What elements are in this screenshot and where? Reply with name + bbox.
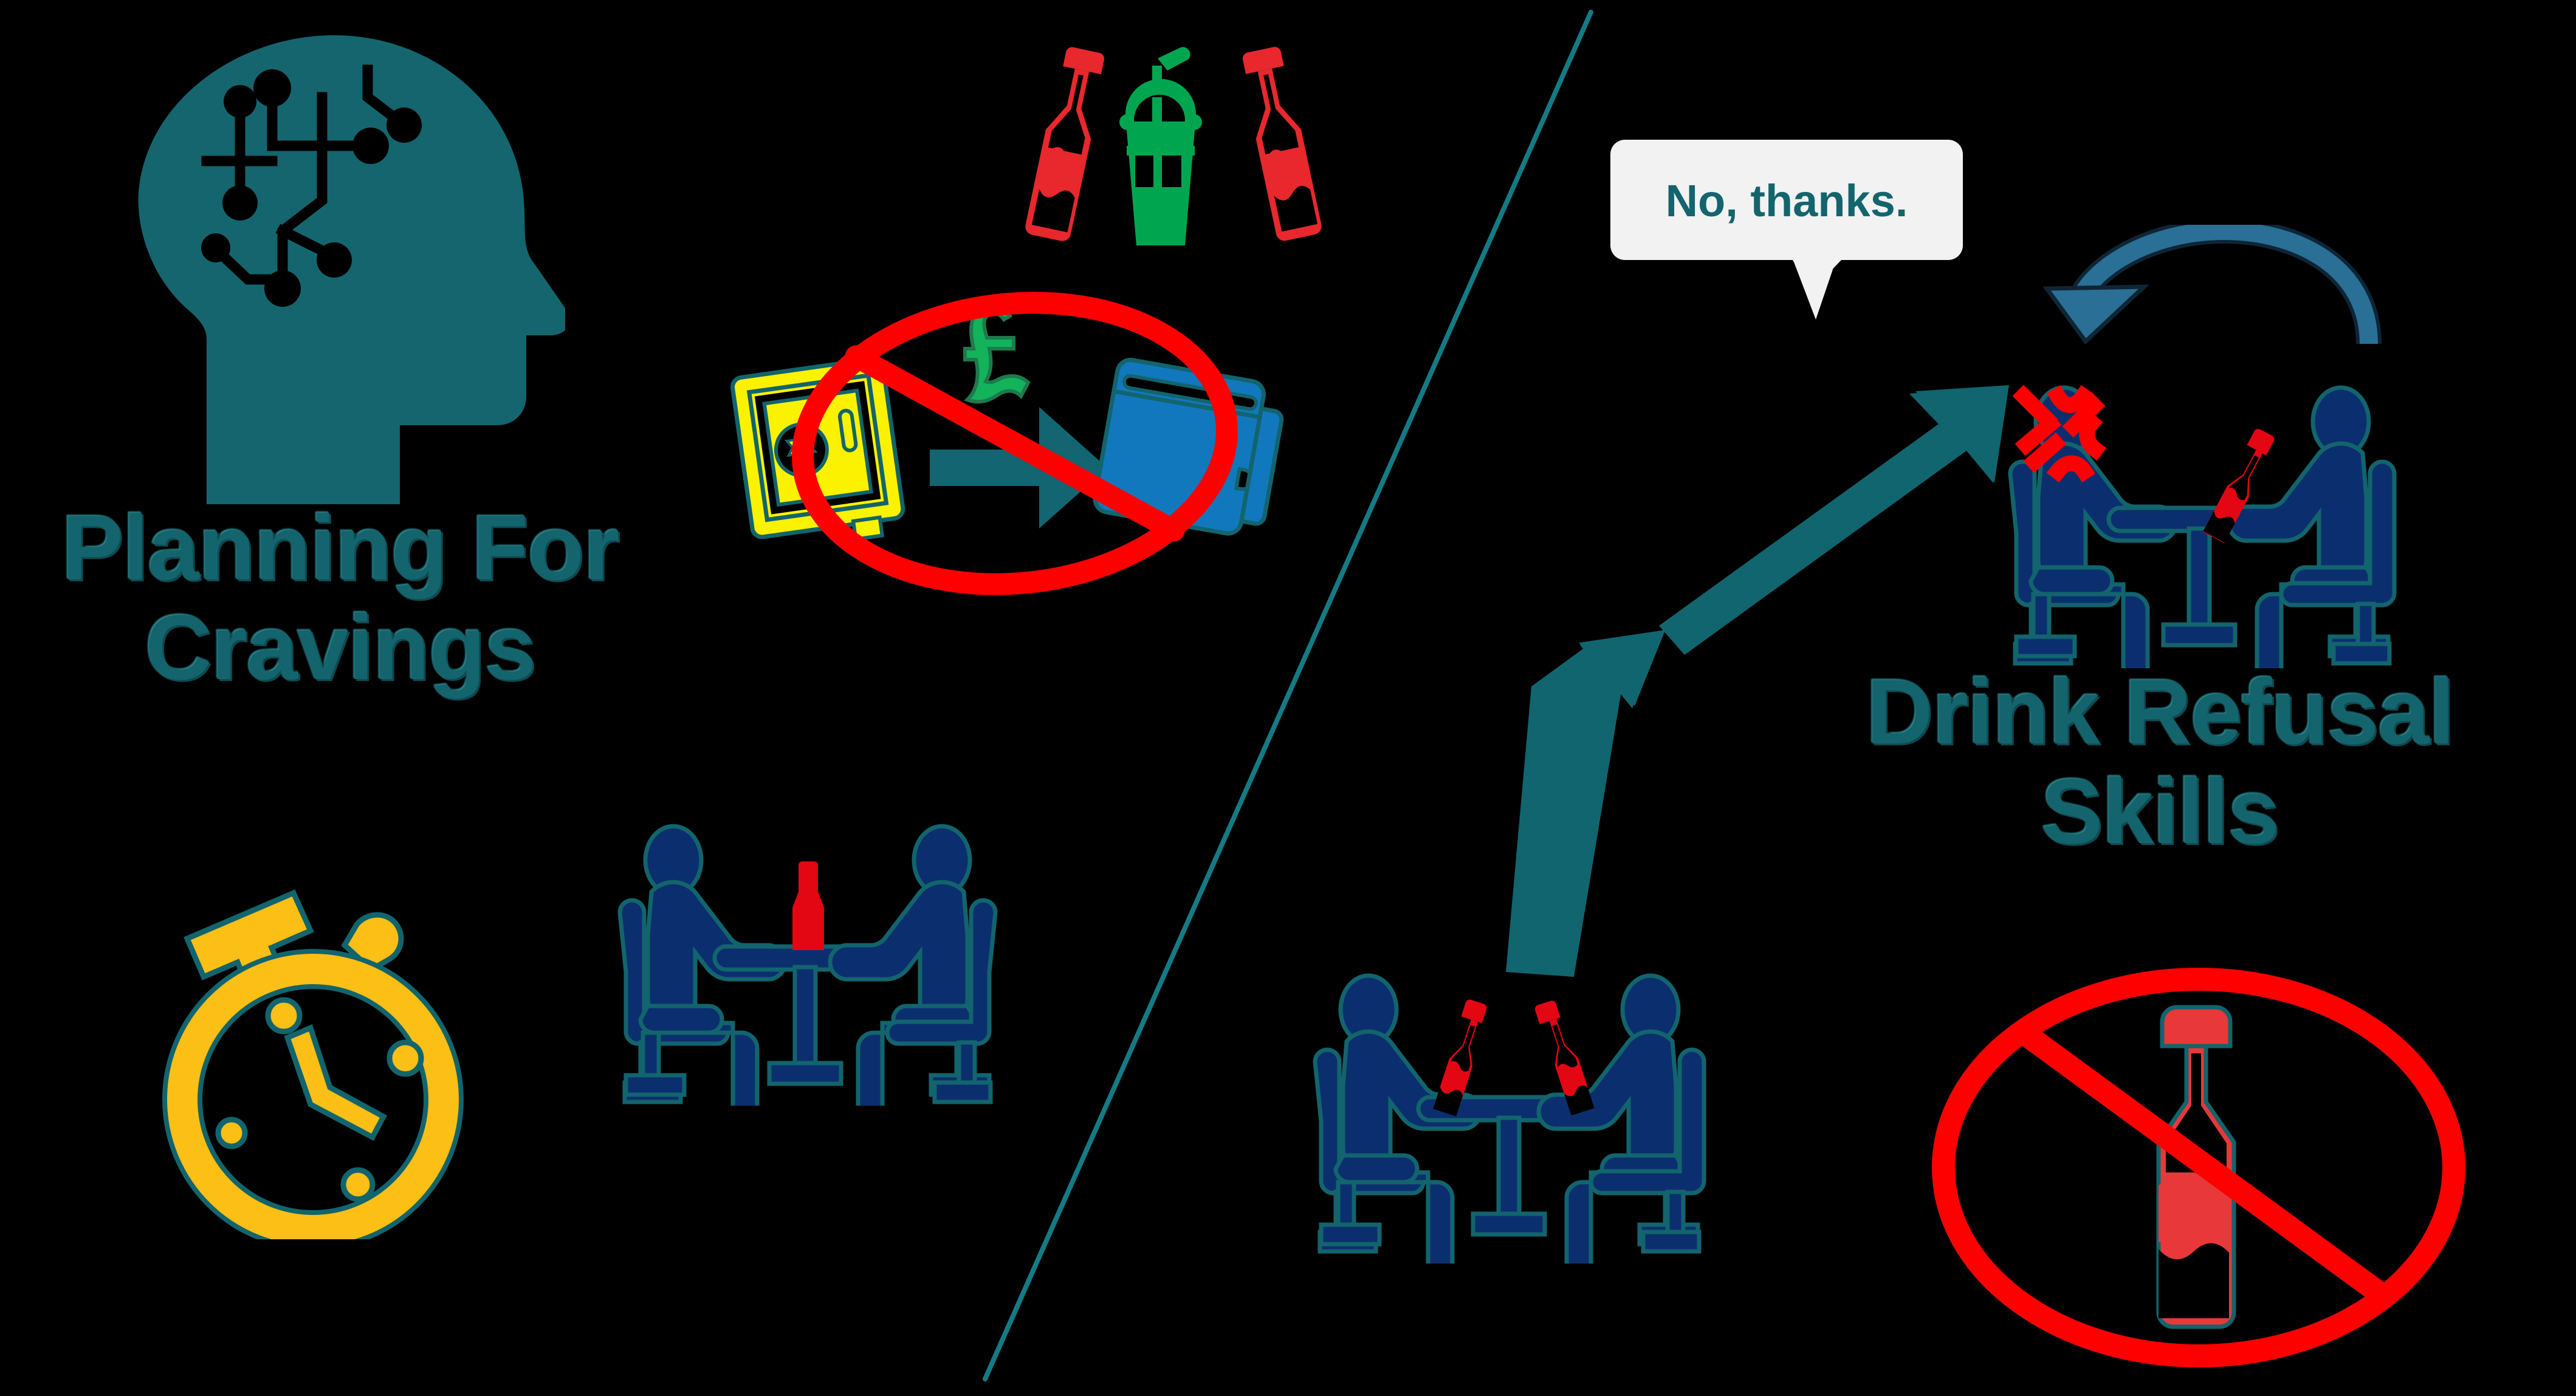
page-title-left: Planning For Cravings bbox=[61, 496, 620, 700]
transfer-arrow-icon bbox=[930, 407, 1107, 529]
speech-bubble: No, thanks. bbox=[1610, 140, 1975, 377]
refusal-burst-icon bbox=[2012, 385, 2107, 483]
curved-arrow-icon bbox=[2042, 225, 2382, 345]
prohibition-sign bbox=[792, 292, 1238, 595]
brain-head-icon bbox=[138, 35, 565, 504]
no-spending-money-icon bbox=[730, 292, 1284, 595]
pound-symbol bbox=[963, 304, 1031, 404]
no-alcohol-icon bbox=[1932, 968, 2465, 1367]
stopwatch-icon bbox=[162, 889, 464, 1239]
offered-bottle-icon bbox=[2203, 429, 2275, 544]
speech-bubble-shape bbox=[1610, 140, 1963, 320]
people-at-table-icon bbox=[617, 824, 998, 1106]
toast-bottle-right bbox=[1534, 1001, 1595, 1116]
toast-bottle-left bbox=[1433, 999, 1487, 1117]
toasting-people-icon bbox=[1313, 973, 1706, 1264]
page-title-right: Drink Refusal Skills bbox=[1866, 660, 2454, 864]
refusal-people-icon bbox=[2008, 385, 2397, 668]
bottles-and-cup-icon bbox=[1025, 47, 1322, 245]
prohibition-sign bbox=[1932, 968, 2465, 1367]
progress-arrow-icon bbox=[1506, 385, 2009, 977]
safe-icon bbox=[730, 357, 905, 541]
